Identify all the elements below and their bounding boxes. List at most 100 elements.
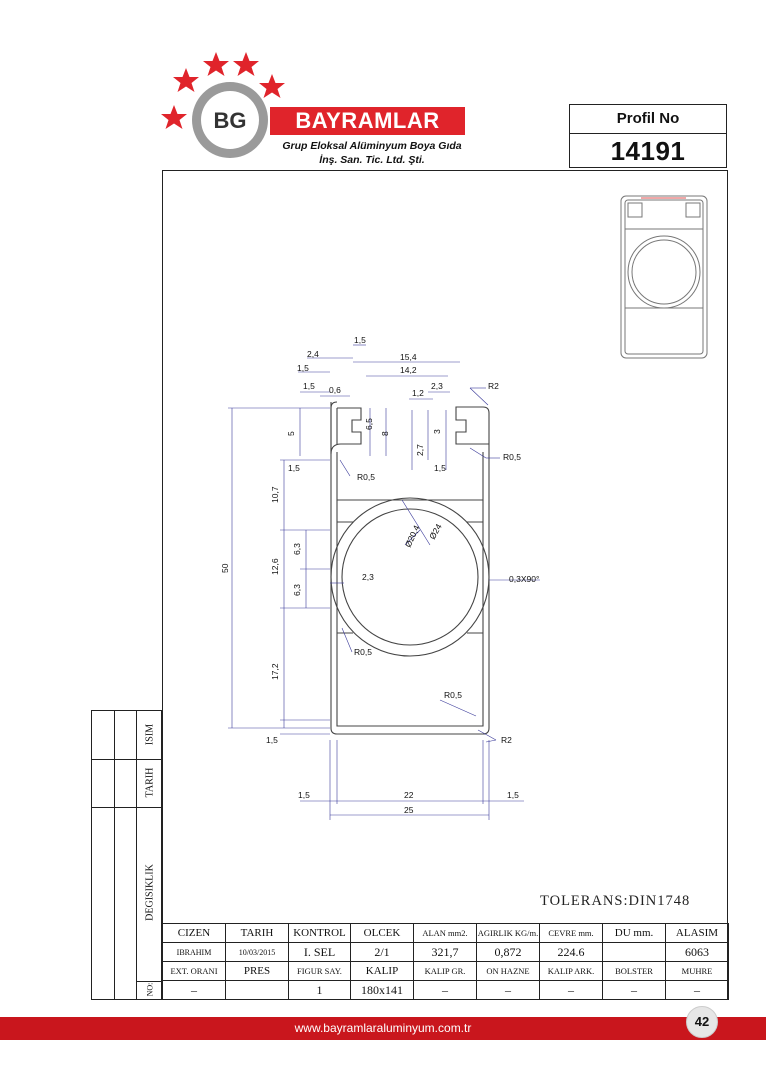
title-block: CIZEN TARIH KONTROL OLCEK ALAN mm2. AGIR… [162, 923, 729, 1000]
website-link[interactable]: www.bayramlaraluminyum.com.tr [294, 1021, 472, 1035]
dim-label: 10,7 [270, 486, 280, 503]
dim-label: R0,5 [444, 690, 462, 700]
perimeter-value: 224.6 [539, 942, 603, 962]
dim-label: R2 [501, 735, 512, 745]
date-header: TARIH [225, 923, 289, 943]
ext-ratio-value: – [162, 980, 226, 1000]
dim-label: 12,6 [270, 558, 280, 575]
press-header: PRES [225, 961, 289, 981]
die-header: KALIP [350, 961, 414, 981]
dim-label: 1,5 [303, 381, 315, 391]
profile-thumbnail [620, 195, 708, 359]
alloy-header: ALASIM [665, 923, 729, 943]
dim-label: 6,3 [292, 543, 302, 555]
dimension-labels: 1,5 2,4 1,5 15,4 14,2 1,5 0,6 2,3 1,2 R2… [220, 335, 539, 815]
logo-initials: BG [214, 108, 247, 133]
date-value: 10/03/2015 [225, 942, 289, 962]
dim-label: 25 [404, 805, 414, 815]
page-number: 42 [686, 1006, 718, 1038]
profile-label: Profil No [570, 105, 726, 134]
stamp-header: MUHRE [665, 961, 729, 981]
perimeter-header: CEVRE mm. [539, 923, 603, 943]
footer-bar [0, 1017, 766, 1040]
bolster-value: – [602, 980, 666, 1000]
dim-label: R2 [488, 381, 499, 391]
revision-name-label: ISIM [144, 723, 156, 746]
du-header: DU mm. [602, 923, 666, 943]
drawn-by-value: IBRAHIM [162, 942, 226, 962]
dim-label: 1,5 [297, 363, 309, 373]
die-backer-value: – [539, 980, 603, 1000]
revision-no-label: NO: [145, 982, 155, 997]
dim-label: 0,3X90° [509, 574, 539, 584]
title-block-header-row: CIZEN TARIH KONTROL OLCEK ALAN mm2. AGIR… [162, 923, 729, 943]
dim-label: 3 [432, 429, 442, 434]
scale-header: OLCEK [350, 923, 414, 943]
dim-label: 1,2 [412, 388, 424, 398]
die-backer-header: KALIP ARK. [539, 961, 603, 981]
revision-block: ISIM TARIH DEGISIKLIK NO: [91, 710, 163, 1000]
dim-label: 1,5 [266, 735, 278, 745]
press-value [225, 980, 289, 1000]
profile-number: 14191 [610, 136, 686, 166]
dim-label: 2,3 [431, 381, 443, 391]
pre-chamber-header: ON HAZNE [476, 961, 540, 981]
tolerance-note: TOLERANS:DIN1748 [540, 893, 691, 909]
star-icon [173, 68, 199, 92]
dim-label: R0,5 [354, 647, 372, 657]
star-icon [203, 52, 229, 76]
dim-label: 15,4 [400, 352, 417, 362]
ext-ratio-header: EXT. ORANI [162, 961, 226, 981]
checked-value: I. SEL [288, 942, 351, 962]
profile-section [330, 401, 490, 735]
dim-label: 1,5 [298, 790, 310, 800]
stamp-value: – [665, 980, 729, 1000]
area-header: ALAN mm2. [413, 923, 477, 943]
dimension-lines [228, 344, 540, 820]
dim-label: 17,2 [270, 663, 280, 680]
figure-count-value: 1 [288, 980, 351, 1000]
dim-label: 1,5 [288, 463, 300, 473]
dim-label: 5 [286, 431, 296, 436]
title-block-value-row-2: – 1 180x141 – – – – – [162, 980, 729, 1000]
dim-label: 50 [220, 563, 230, 573]
scale-value: 2/1 [350, 942, 414, 962]
company-logo: BG [161, 52, 285, 158]
company-subtitle-2: İnş. San. Tic. Ltd. Şti. [319, 154, 425, 166]
dim-label: 6,5 [364, 418, 374, 430]
dim-label: 14,2 [400, 365, 417, 375]
dim-label: 1,5 [354, 335, 366, 345]
star-icon [161, 105, 187, 129]
company-subtitle: Grup Eloksal Alüminyum Boya Gıda [282, 140, 462, 152]
area-value: 321,7 [413, 942, 477, 962]
dim-label: 2,4 [307, 349, 319, 359]
checked-header: KONTROL [288, 923, 351, 943]
dim-label: 8 [380, 431, 390, 436]
dim-label: Ø24 [427, 522, 444, 541]
dim-label: 6,3 [292, 584, 302, 596]
dim-label: 22 [404, 790, 414, 800]
pre-chamber-value: – [476, 980, 540, 1000]
title-block-value-row: IBRAHIM 10/03/2015 I. SEL 2/1 321,7 0,87… [162, 942, 729, 962]
dim-label: R0,5 [357, 472, 375, 482]
brand-name: BAYRAMLAR [270, 107, 465, 135]
die-value: 180x141 [350, 980, 414, 1000]
weight-value: 0,872 [476, 942, 540, 962]
revision-change-label: DEGISIKLIK [144, 864, 156, 921]
dim-label: 0,6 [329, 385, 341, 395]
drawn-by-header: CIZEN [162, 923, 226, 943]
revision-date-label: TARIH [144, 767, 156, 798]
du-value [602, 942, 666, 962]
star-icon [259, 74, 285, 98]
profile-number-box: Profil No 14191 [569, 104, 727, 168]
die-group-header: KALIP GR. [413, 961, 477, 981]
dim-label: 1,5 [434, 463, 446, 473]
bolster-header: BOLSTER [602, 961, 666, 981]
die-group-value: – [413, 980, 477, 1000]
title-block-header-row-2: EXT. ORANI PRES FIGUR SAY. KALIP KALIP G… [162, 961, 729, 981]
dim-label: R0,5 [503, 452, 521, 462]
dim-label: 1,5 [507, 790, 519, 800]
weight-header: AGIRLIK KG/m. [476, 923, 540, 943]
drawing-frame [162, 170, 728, 1000]
